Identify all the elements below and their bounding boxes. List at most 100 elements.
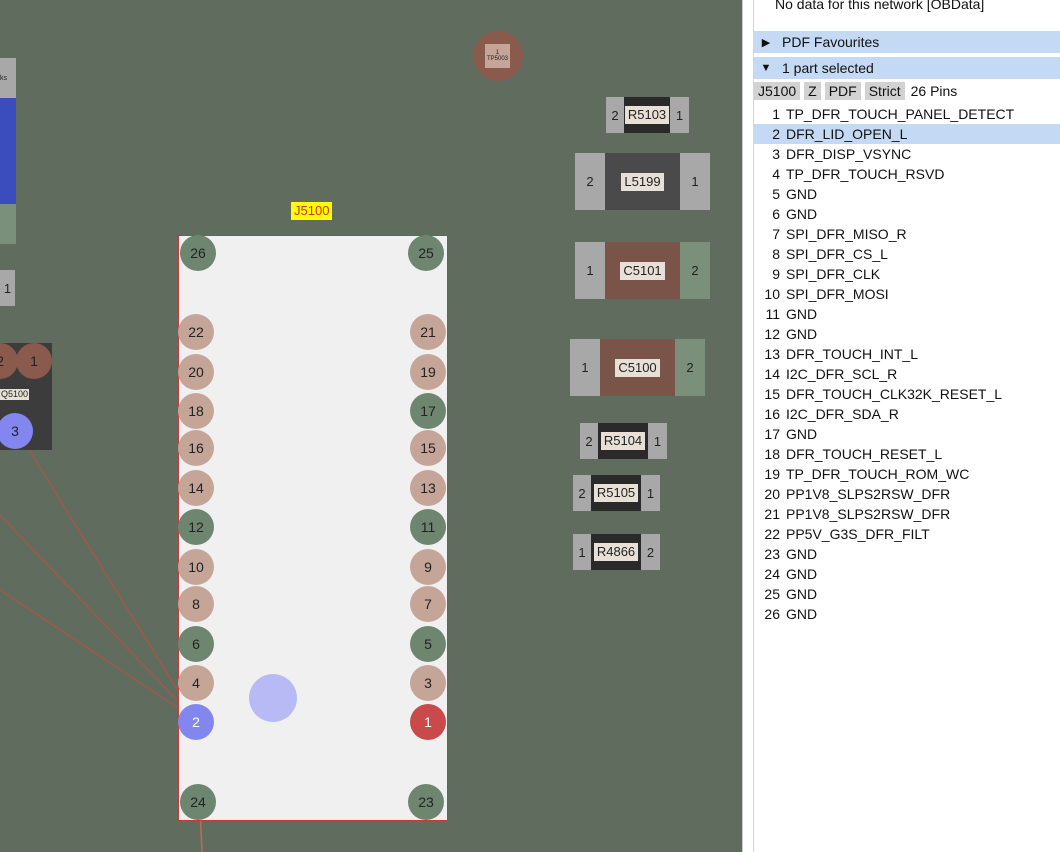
connector-pin-10[interactable]: 10 bbox=[178, 549, 214, 585]
connector-pin-18[interactable]: 18 bbox=[178, 393, 214, 429]
pin-number: 13 bbox=[420, 480, 436, 496]
pin-list-net: DFR_TOUCH_RESET_L bbox=[786, 446, 943, 462]
connector-pin-6[interactable]: 6 bbox=[178, 626, 214, 662]
r5105-body[interactable]: R5105 bbox=[591, 475, 641, 511]
r5103-pad-left[interactable]: 2 bbox=[606, 97, 624, 133]
r4866-pad-left[interactable]: 1 bbox=[573, 534, 591, 570]
r4866-body[interactable]: R4866 bbox=[591, 534, 641, 570]
c5101-pad-right[interactable]: 2 bbox=[680, 242, 710, 299]
partial-pad[interactable]: 1 bbox=[0, 270, 15, 306]
splitter-handle[interactable] bbox=[742, 0, 754, 852]
r5103-body[interactable]: R5103 bbox=[624, 97, 670, 133]
c5100-body[interactable]: C5100 bbox=[600, 339, 675, 396]
r5105-pad-left[interactable]: 2 bbox=[573, 475, 591, 511]
c5101-body[interactable]: C5101 bbox=[605, 242, 680, 299]
q5100-pin-3[interactable]: 3 bbox=[0, 413, 33, 449]
q5100-pin-2[interactable]: 2 bbox=[0, 343, 18, 379]
connector-pin-15[interactable]: 15 bbox=[410, 430, 446, 466]
pin-number: 8 bbox=[192, 596, 200, 612]
partial-part-body[interactable] bbox=[0, 98, 16, 204]
connector-pin-26[interactable]: 26 bbox=[180, 235, 216, 271]
pdf-button[interactable]: PDF bbox=[824, 82, 861, 100]
r5105-pad-right[interactable]: 1 bbox=[641, 475, 660, 511]
board-view[interactable]: ks 1 2 1 Q5100 3 1 TP5003 J5100 26 25 22… bbox=[0, 0, 742, 852]
connector-pin-17[interactable]: 17 bbox=[410, 393, 446, 429]
connector-pin-25[interactable]: 25 bbox=[408, 235, 444, 271]
pin-list-net: DFR_LID_OPEN_L bbox=[786, 126, 908, 142]
l5199-pad-left[interactable]: 2 bbox=[575, 153, 605, 210]
connector-pin-12[interactable]: 12 bbox=[178, 509, 214, 545]
c5101-pad-left[interactable]: 1 bbox=[575, 242, 605, 299]
pin-list-number: 22 bbox=[764, 526, 780, 542]
connector-pin-13[interactable]: 13 bbox=[410, 470, 446, 506]
q5100-pin-1[interactable]: 1 bbox=[16, 343, 52, 379]
r5104-pad-right[interactable]: 1 bbox=[648, 423, 667, 459]
strict-button[interactable]: Strict bbox=[864, 82, 905, 100]
connector-pin-20[interactable]: 20 bbox=[178, 354, 214, 390]
connector-pin-21[interactable]: 21 bbox=[410, 314, 446, 350]
pdf-favourites-header[interactable]: ▶ PDF Favourites bbox=[754, 31, 1060, 53]
partial-part-pad[interactable] bbox=[0, 204, 16, 244]
connector-pin-11[interactable]: 11 bbox=[410, 509, 446, 545]
c5100-pad-right[interactable]: 2 bbox=[675, 339, 705, 396]
l5199-pad-right[interactable]: 1 bbox=[680, 153, 710, 210]
connector-pin-1[interactable]: 1 bbox=[410, 704, 446, 740]
connector-pin-9[interactable]: 9 bbox=[410, 549, 446, 585]
pin-list-number: 16 bbox=[764, 406, 780, 422]
connector-pin-7[interactable]: 7 bbox=[410, 586, 446, 622]
connector-pin-4[interactable]: 4 bbox=[178, 665, 214, 701]
connector-pin-3[interactable]: 3 bbox=[410, 665, 446, 701]
r5104-pad-left[interactable]: 2 bbox=[580, 423, 598, 459]
partial-part-pad[interactable]: ks bbox=[0, 58, 16, 98]
c5100-pad-left[interactable]: 1 bbox=[570, 339, 600, 396]
connector-pin-5[interactable]: 5 bbox=[410, 626, 446, 662]
connector-pin-22[interactable]: 22 bbox=[178, 314, 214, 350]
pin-number: 18 bbox=[188, 403, 204, 419]
r4866-pad-right[interactable]: 2 bbox=[641, 534, 660, 570]
r5104-body[interactable]: R5104 bbox=[598, 423, 648, 459]
connector-pin-23[interactable]: 23 bbox=[408, 784, 444, 820]
connector-pin-14[interactable]: 14 bbox=[178, 470, 214, 506]
r5103-pad-right[interactable]: 1 bbox=[670, 97, 689, 133]
l5199-body[interactable]: L5199 bbox=[605, 153, 680, 210]
connector-body[interactable] bbox=[178, 235, 448, 821]
connector-pin-16[interactable]: 16 bbox=[178, 430, 214, 466]
side-panel: No data for this network [OBData] ▶ PDF … bbox=[754, 0, 1060, 852]
pin-list-net: TP_DFR_TOUCH_PANEL_DETECT bbox=[786, 106, 1015, 122]
pin-number: 20 bbox=[188, 364, 204, 380]
connector-pin-19[interactable]: 19 bbox=[410, 354, 446, 390]
connector-pin-8[interactable]: 8 bbox=[178, 586, 214, 622]
pin-list-number: 3 bbox=[772, 146, 780, 162]
connector-pin-24[interactable]: 24 bbox=[180, 784, 216, 820]
part-name-button[interactable]: J5100 bbox=[754, 82, 801, 100]
zoom-button[interactable]: Z bbox=[804, 82, 821, 100]
connector-pin-2[interactable]: 2 bbox=[178, 704, 214, 740]
selection-header[interactable]: ▼ 1 part selected bbox=[754, 57, 1060, 79]
